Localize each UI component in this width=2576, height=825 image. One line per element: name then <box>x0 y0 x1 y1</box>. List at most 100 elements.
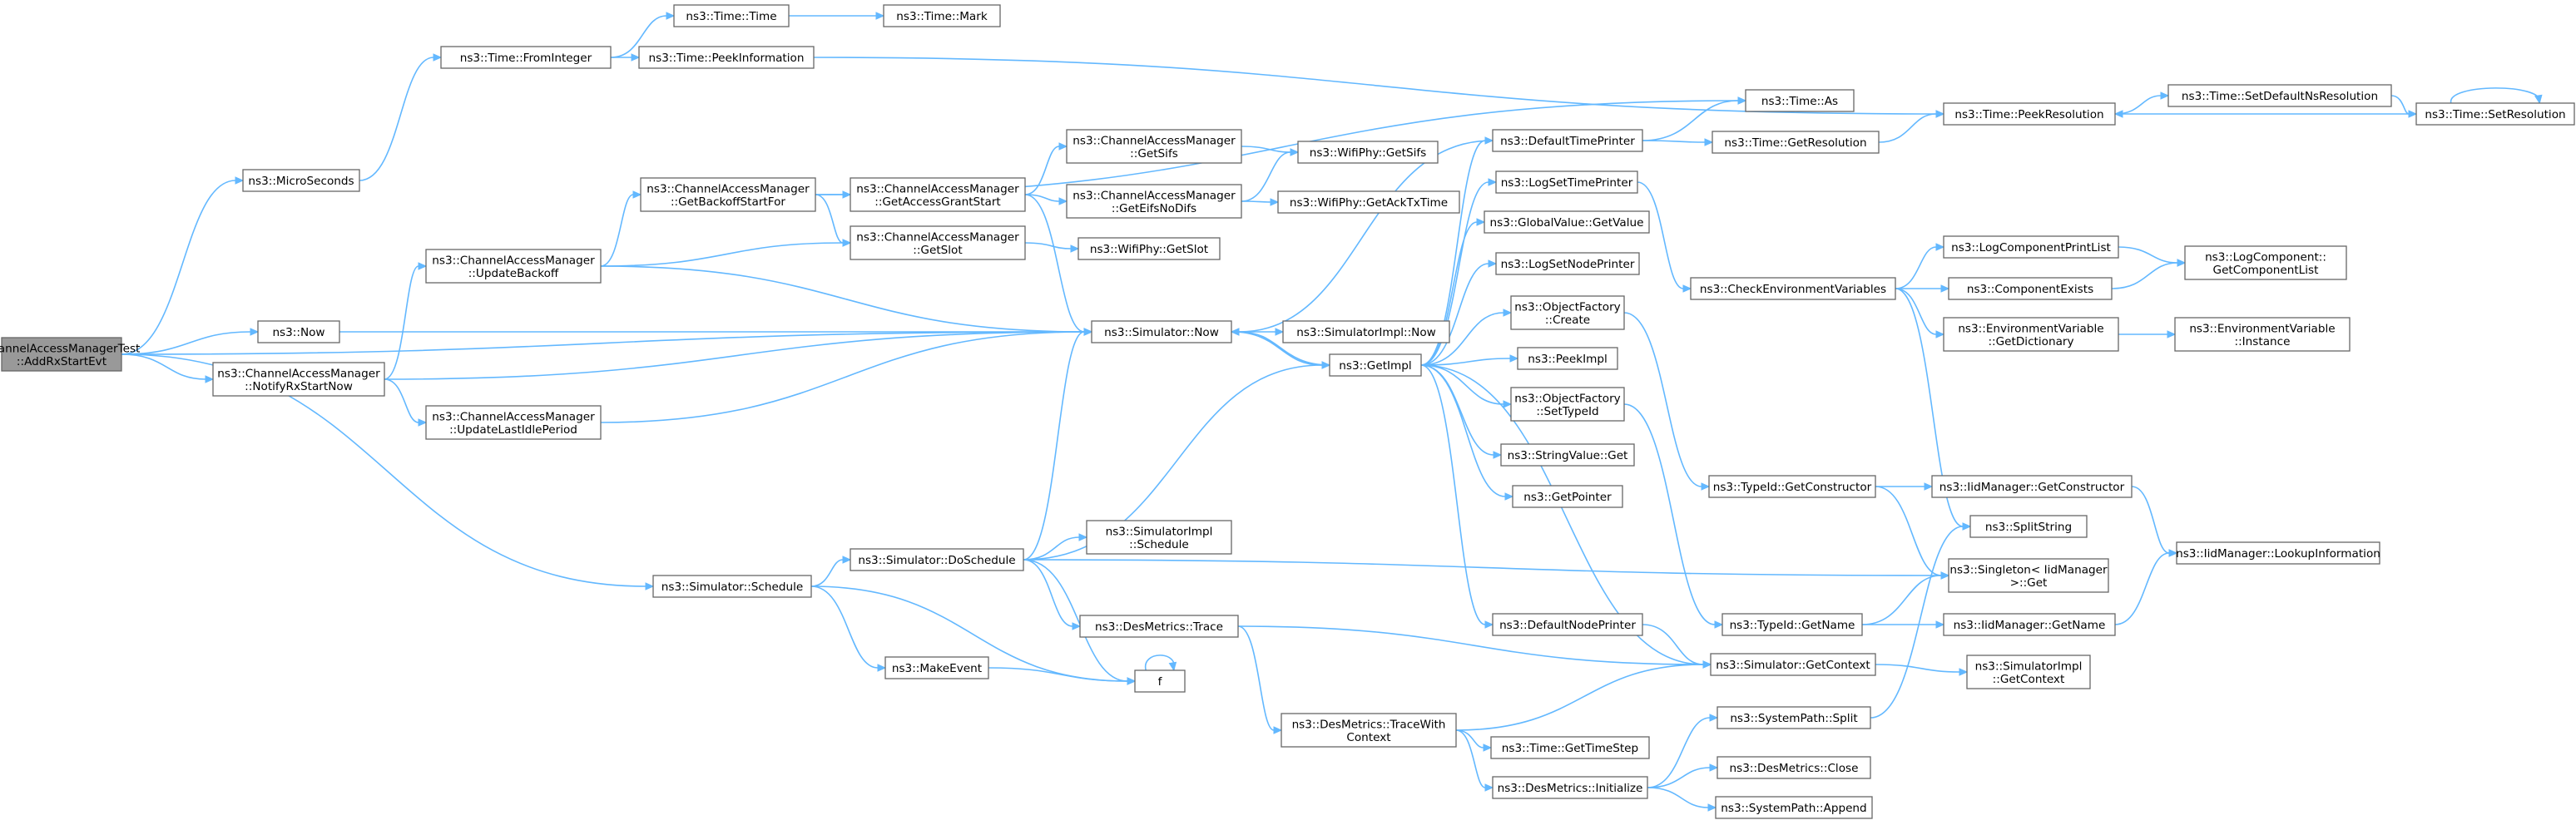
node-box[interactable] <box>242 169 360 192</box>
node-box[interactable] <box>1721 613 1863 636</box>
node-updatelastidle[interactable]: ns3::ChannelAccessManager::UpdateLastIdl… <box>425 405 602 440</box>
node-doschedule[interactable]: ns3::Simulator::DoSchedule <box>850 548 1024 571</box>
node-box[interactable] <box>1134 669 1186 693</box>
node-simimplgetcontext[interactable]: ns3::SimulatorImpl::GetContext <box>1966 655 2091 689</box>
node-timetime[interactable]: ns3::Time::Time <box>673 4 790 27</box>
node-f[interactable]: f <box>1134 669 1186 693</box>
node-setdefaultns[interactable]: ns3::Time::SetDefaultNsResolution <box>2167 84 2392 107</box>
node-box[interactable] <box>1943 235 2119 259</box>
node-objfactorysettype[interactable]: ns3::ObjectFactory::SetTypeId <box>1510 387 1625 422</box>
node-box[interactable] <box>1492 776 1648 799</box>
node-now[interactable]: ns3::Now <box>257 320 340 343</box>
node-box[interactable] <box>1495 170 1638 194</box>
node-getimpl[interactable]: ns3::GetImpl <box>1329 353 1422 377</box>
node-box[interactable] <box>1745 89 1855 112</box>
node-box[interactable] <box>1710 653 1876 676</box>
node-typeidgetname[interactable]: ns3::TypeId::GetName <box>1721 613 1863 636</box>
node-box[interactable] <box>1966 655 2091 689</box>
node-box[interactable] <box>1297 141 1439 164</box>
node-wifigetacktx[interactable]: ns3::WifiPhy::GetAckTxTime <box>1277 190 1460 214</box>
node-makeevent[interactable]: ns3::MakeEvent <box>884 656 989 679</box>
node-envgetdict[interactable]: ns3::EnvironmentVariable::GetDictionary <box>1943 317 2119 352</box>
node-timemark[interactable]: ns3::Time::Mark <box>883 4 1001 27</box>
node-box[interactable] <box>257 320 340 343</box>
node-checkenv[interactable]: ns3::CheckEnvironmentVariables <box>1690 277 1896 300</box>
node-simgetcontext[interactable]: ns3::Simulator::GetContext <box>1710 653 1876 676</box>
node-notifyrx[interactable]: ns3::ChannelAccessManager::NotifyRxStart… <box>212 362 385 397</box>
node-timeas[interactable]: ns3::Time::As <box>1745 89 1855 112</box>
node-box[interactable] <box>638 46 815 69</box>
node-box[interactable] <box>1077 237 1221 260</box>
node-logcompprintlist[interactable]: ns3::LogComponentPrintList <box>1943 235 2119 259</box>
node-box[interactable] <box>1484 210 1650 234</box>
node-box[interactable] <box>1492 129 1643 152</box>
node-wifigetslot[interactable]: ns3::WifiPhy::GetSlot <box>1077 237 1221 260</box>
node-frominteger[interactable]: ns3::Time::FromInteger <box>440 46 612 69</box>
node-box[interactable] <box>640 177 816 212</box>
node-defaulttimeprinter[interactable]: ns3::DefaultTimePrinter <box>1492 129 1643 152</box>
node-iidlookup[interactable]: ns3::IidManager::LookupInformation <box>2176 541 2380 565</box>
node-getbackoffstart[interactable]: ns3::ChannelAccessManager::GetBackoffSta… <box>640 177 816 212</box>
node-schedule[interactable]: ns3::Simulator::Schedule <box>652 575 812 598</box>
node-getaccessgrant[interactable]: ns3::ChannelAccessManager::GetAccessGran… <box>850 177 1026 212</box>
node-updatebackoff[interactable]: ns3::ChannelAccessManager::UpdateBackoff <box>425 249 602 284</box>
node-box[interactable] <box>1717 706 1871 729</box>
node-stringvalueget[interactable]: ns3::StringValue::Get <box>1500 443 1635 467</box>
node-box[interactable] <box>673 4 790 27</box>
node-box[interactable] <box>1517 347 1618 370</box>
node-iidgetconstructor[interactable]: ns3::IidManager::GetConstructor <box>1931 475 2133 498</box>
node-box[interactable] <box>652 575 812 598</box>
node-getpointer[interactable]: ns3::GetPointer <box>1512 485 1623 508</box>
node-root[interactable]: ChannelAccessManagerTest::AddRxStartEvt <box>0 337 140 372</box>
node-box[interactable] <box>212 362 385 397</box>
node-box[interactable] <box>1510 387 1625 422</box>
node-setresolution[interactable]: ns3::Time::SetResolution <box>2415 102 2575 126</box>
node-simimplschedule[interactable]: ns3::SimulatorImpl::Schedule <box>1086 520 1232 555</box>
node-iidgetname[interactable]: ns3::IidManager::GetName <box>1943 613 2116 636</box>
node-box[interactable] <box>850 177 1026 212</box>
node-box[interactable] <box>1079 615 1239 638</box>
node-simimplnow[interactable]: ns3::SimulatorImpl::Now <box>1282 320 1450 343</box>
node-defaultnodeprinter[interactable]: ns3::DefaultNodePrinter <box>1492 613 1643 636</box>
node-box[interactable] <box>1690 277 1896 300</box>
node-singletonget[interactable]: ns3::Singleton< IidManager>::Get <box>1948 558 2109 593</box>
node-microseconds[interactable]: ns3::MicroSeconds <box>242 169 360 192</box>
node-box[interactable] <box>425 405 602 440</box>
node-box[interactable] <box>1 337 122 372</box>
node-box[interactable] <box>1512 485 1623 508</box>
node-box[interactable] <box>1066 184 1242 219</box>
node-box[interactable] <box>850 548 1024 571</box>
node-componentexists[interactable]: ns3::ComponentExists <box>1948 277 2113 300</box>
node-box[interactable] <box>1281 713 1457 748</box>
node-box[interactable] <box>1510 295 1625 330</box>
node-envinstance[interactable]: ns3::EnvironmentVariable::Instance <box>2174 317 2351 352</box>
node-box[interactable] <box>1943 613 2116 636</box>
node-gettimestep[interactable]: ns3::Time::GetTimeStep <box>1490 736 1650 759</box>
node-box[interactable] <box>2184 245 2347 280</box>
node-box[interactable] <box>1329 353 1422 377</box>
node-box[interactable] <box>1490 736 1650 759</box>
node-box[interactable] <box>2167 84 2392 107</box>
node-box[interactable] <box>1086 520 1232 555</box>
node-logsettimeprinter[interactable]: ns3::LogSetTimePrinter <box>1495 170 1638 194</box>
node-box[interactable] <box>1500 443 1635 467</box>
node-box[interactable] <box>1717 756 1871 779</box>
node-box[interactable] <box>883 4 1001 27</box>
node-box[interactable] <box>1943 317 2119 352</box>
node-box[interactable] <box>1091 320 1232 343</box>
node-box[interactable] <box>425 249 602 284</box>
node-getresolution[interactable]: ns3::Time::GetResolution <box>1712 131 1880 154</box>
node-peekinfo[interactable]: ns3::Time::PeekInformation <box>638 46 815 69</box>
node-peekresolution[interactable]: ns3::Time::PeekResolution <box>1943 102 2116 126</box>
node-globalvalue[interactable]: ns3::GlobalValue::GetValue <box>1484 210 1650 234</box>
node-box[interactable] <box>850 225 1026 260</box>
node-box[interactable] <box>2176 541 2380 565</box>
node-box[interactable] <box>1943 102 2116 126</box>
node-logcompgetlist[interactable]: ns3::LogComponent::GetComponentList <box>2184 245 2347 280</box>
node-wifigetsifs[interactable]: ns3::WifiPhy::GetSifs <box>1297 141 1439 164</box>
node-desinitialize[interactable]: ns3::DesMetrics::Initialize <box>1492 776 1648 799</box>
node-box[interactable] <box>1066 129 1242 164</box>
node-geteifs[interactable]: ns3::ChannelAccessManager::GetEifsNoDifs <box>1066 184 1242 219</box>
node-box[interactable] <box>1277 190 1460 214</box>
